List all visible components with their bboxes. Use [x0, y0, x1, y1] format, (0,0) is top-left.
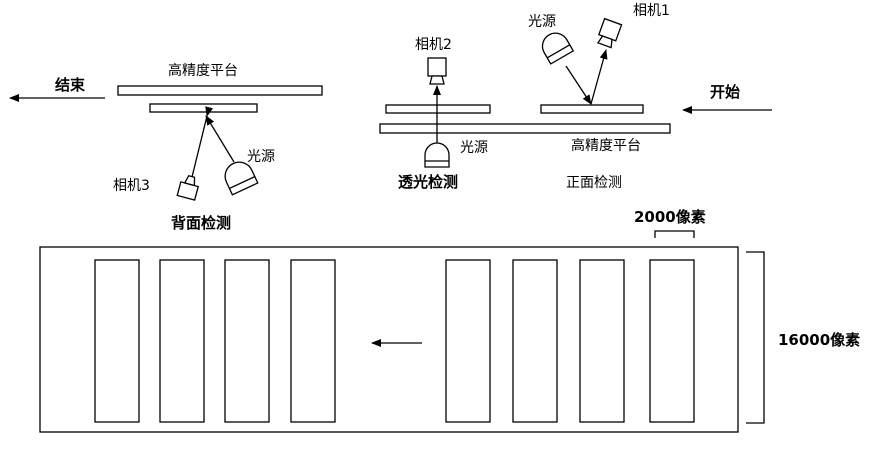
camera3-label: 相机3	[113, 178, 150, 194]
wafer-transmit	[385, 104, 491, 114]
back-inspection-label: 背面检测	[171, 214, 231, 232]
strip-panel-left-3	[224, 259, 270, 423]
camera2-label: 相机2	[415, 37, 452, 53]
ray-camera1	[590, 49, 608, 105]
transmit-inspection-label: 透光检测	[398, 173, 458, 191]
platform-left-label: 高精度平台	[168, 62, 238, 79]
ray-light-top	[565, 65, 592, 105]
light-source-icon	[224, 161, 259, 196]
height-bracket	[746, 251, 765, 424]
platform-right	[379, 123, 671, 134]
strip-panel-left-1	[94, 259, 140, 423]
light-source-icon	[541, 32, 575, 65]
strip-panel-right-3	[579, 259, 625, 423]
platform-left	[117, 85, 323, 96]
camera-icon	[176, 174, 200, 201]
strip-panel-right-2	[512, 259, 558, 423]
camera-icon	[596, 17, 623, 49]
light-source-icon	[424, 142, 450, 168]
strip-panel-right-1	[445, 259, 491, 423]
height-pixels-label: 16000像素	[778, 331, 860, 349]
panel-group	[94, 259, 695, 423]
strip-panel-right-4	[649, 259, 695, 423]
ray-light-back	[205, 115, 235, 163]
width-bracket	[654, 230, 695, 238]
width-pixels-label: 2000像素	[634, 208, 706, 226]
platform-right-label: 高精度平台	[571, 137, 641, 154]
light-back-label: 光源	[247, 149, 275, 165]
light-transmit-label: 光源	[460, 140, 488, 156]
camera1-label: 相机1	[633, 3, 670, 19]
wafer-left	[149, 103, 258, 113]
strip-panel-left-4	[290, 259, 336, 423]
end-label: 结束	[55, 76, 86, 94]
light-top-label: 光源	[528, 14, 556, 30]
strip-panel-left-2	[159, 259, 205, 423]
start-label: 开始	[710, 83, 740, 101]
wafer-front	[540, 104, 644, 114]
image-strip	[39, 246, 739, 433]
front-inspection-label: 正面检测	[566, 175, 622, 191]
camera-icon	[427, 57, 447, 85]
ray-camera3	[191, 106, 214, 178]
